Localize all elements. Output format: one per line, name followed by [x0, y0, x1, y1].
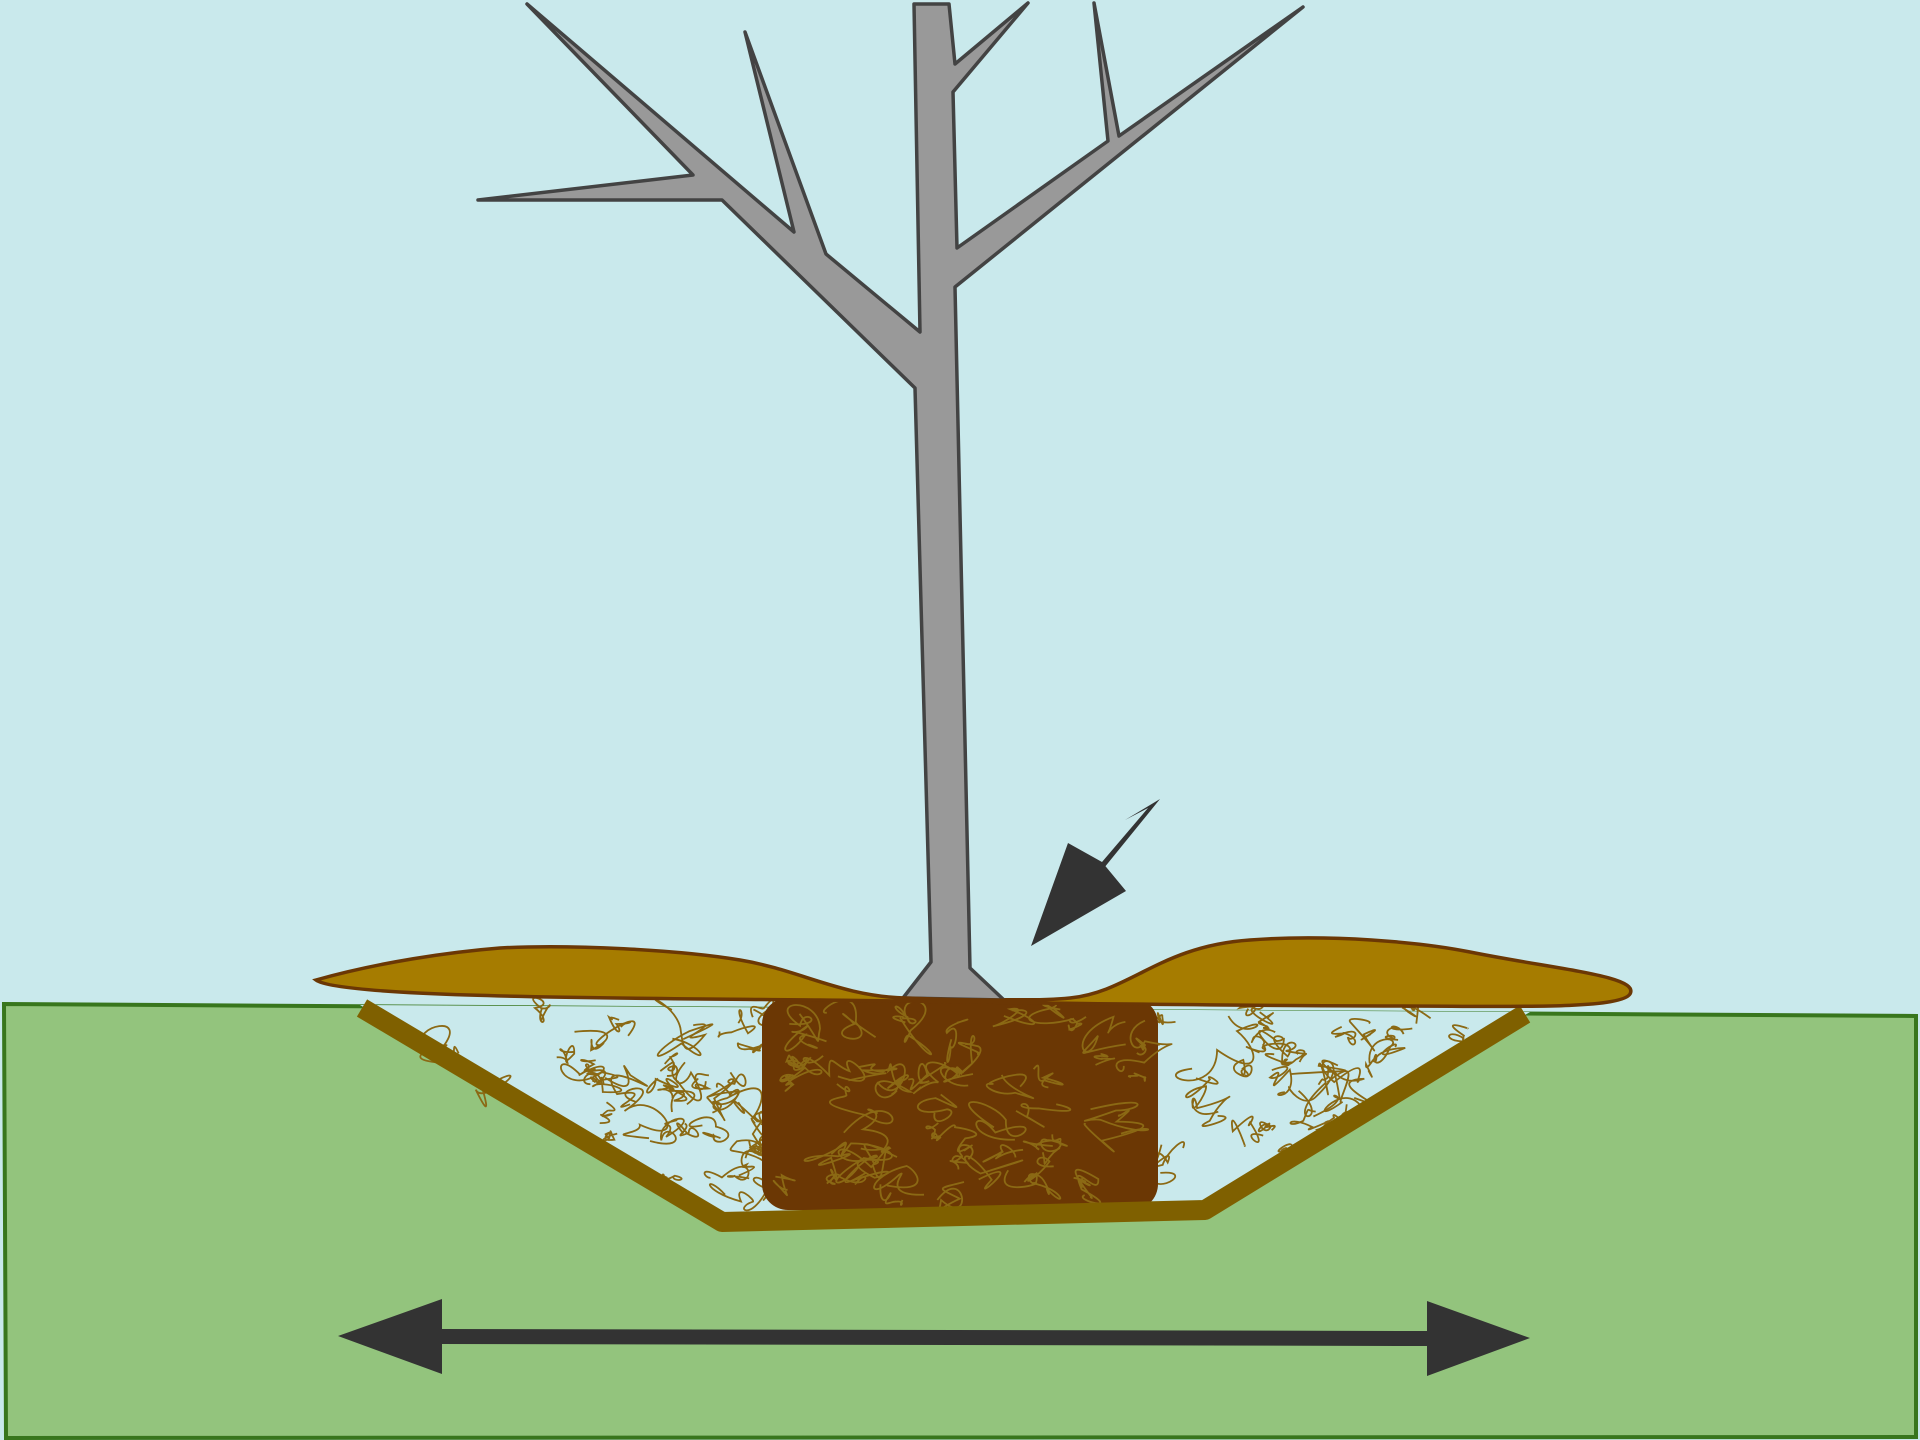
tree-planting-diagram: [0, 0, 1920, 1440]
diagram-canvas: [0, 0, 1920, 1440]
